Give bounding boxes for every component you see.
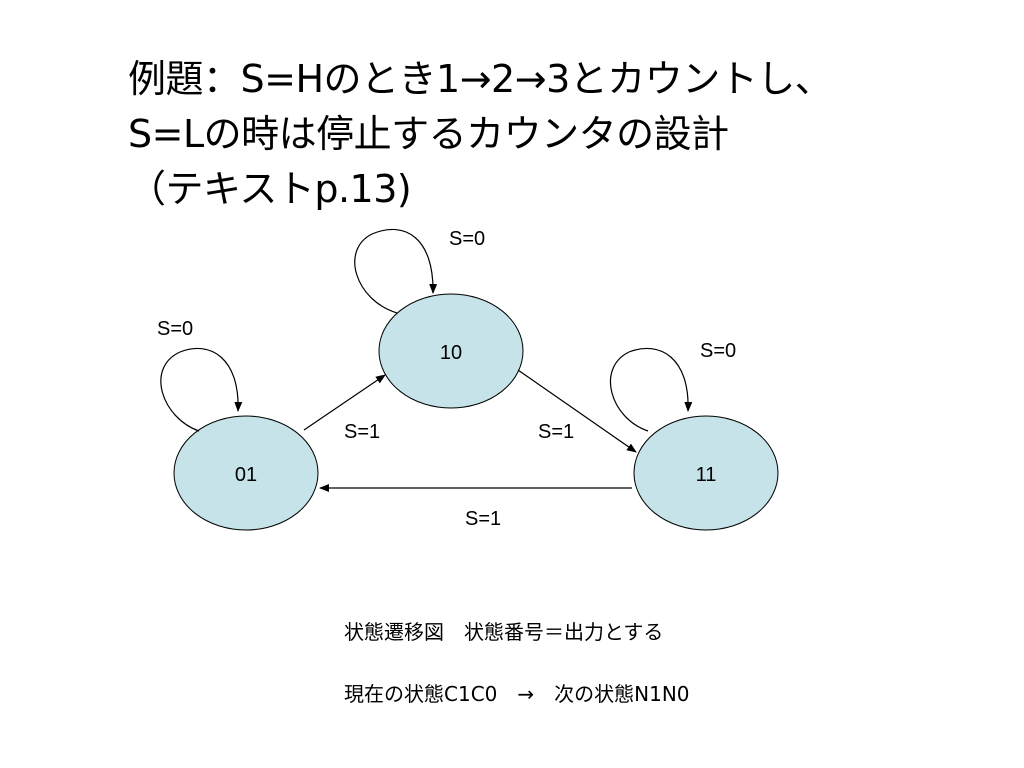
state-01: 01 — [173, 415, 319, 531]
diagram-caption: 状態遷移図 状態番号＝出力とする — [344, 620, 664, 644]
transition-01-to-10-label: S=1 — [344, 421, 380, 443]
slide-title: 例題：S=Hのとき1→2→3とカウントし、 S=Lの時は停止するカウンタの設計 … — [128, 52, 988, 217]
state-11-circle — [633, 415, 779, 531]
transition-01-to-10 — [303, 374, 386, 431]
transition-10-to-11 — [517, 369, 637, 453]
state-10-circle — [378, 293, 524, 409]
title-line-1: 例題：S=Hのとき1→2→3とカウントし、 — [128, 57, 833, 101]
self-loop-01 — [160, 347, 243, 432]
state-11: 11 — [633, 415, 779, 531]
state-notation-caption: 現在の状態C1C0 → 次の状態N1N0 — [344, 682, 690, 706]
state-10-label: 10 — [440, 342, 462, 364]
transition-10-to-11-label: S=1 — [538, 421, 574, 443]
self-loop-11-label: S=0 — [700, 340, 736, 362]
self-loop-10 — [354, 228, 438, 314]
transition-11-to-01-label: S=1 — [465, 508, 501, 530]
state-01-label: 01 — [235, 464, 257, 486]
self-loop-01-label: S=0 — [157, 318, 193, 340]
title-line-3: （テキストp.13) — [128, 167, 412, 211]
self-loop-10-label: S=0 — [449, 228, 485, 250]
state-10: 10 — [378, 293, 524, 409]
self-loop-11 — [609, 347, 693, 432]
state-11-label: 11 — [696, 464, 717, 486]
title-line-2: S=Lの時は停止するカウンタの設計 — [128, 112, 729, 156]
state-01-circle — [173, 415, 319, 531]
